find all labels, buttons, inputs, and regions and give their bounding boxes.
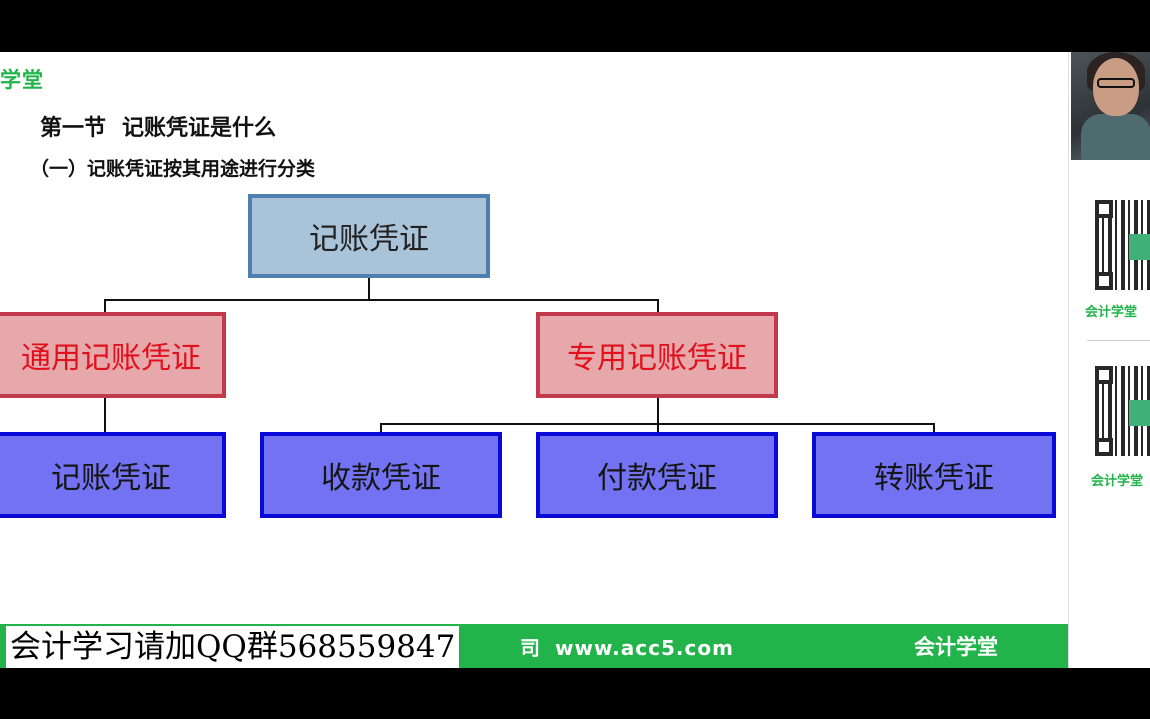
connector-leaf-1 [380, 423, 382, 433]
slide: 学堂 第一节记账凭证是什么 （一）记账凭证按其用途进行分类 记账凭证 通用记账凭… [0, 52, 1068, 668]
section-heading: 第一节记账凭证是什么 [40, 110, 276, 142]
connector-to-left [104, 299, 106, 313]
presenter-webcam [1071, 52, 1150, 160]
node-leaf-payment-label: 付款凭证 [597, 461, 717, 496]
connector-left-down [104, 396, 106, 433]
node-special-voucher: 专用记账凭证 [536, 312, 778, 398]
qr-code-1-logo [1129, 234, 1150, 260]
connector-mid-horizontal [104, 299, 659, 301]
node-leaf-receipt-label: 收款凭证 [321, 461, 441, 496]
qr-code-1[interactable] [1095, 200, 1150, 290]
footer-url: 司 www.acc5.com [520, 632, 734, 661]
node-root-label: 记账凭证 [309, 222, 429, 257]
node-special-voucher-label: 专用记账凭证 [567, 341, 747, 376]
node-general-voucher-label: 通用记账凭证 [21, 341, 201, 376]
connector-leaf-2 [657, 423, 659, 433]
node-leaf-general-label: 记账凭证 [51, 461, 171, 496]
connector-leaf-3 [933, 423, 935, 433]
footer-url-fragment: 司 [520, 636, 541, 660]
footer-brand: 会计学堂 [914, 635, 998, 659]
side-panel: 会计学堂 会计学堂 [1068, 52, 1150, 668]
connector-right-down [657, 396, 659, 424]
letterbox-bottom [0, 668, 1150, 719]
connector-to-right [657, 299, 659, 313]
overlay-caption: 会计学习请加QQ群568559847 [6, 626, 460, 668]
qr-code-2-label: 会计学堂 [1091, 474, 1144, 489]
section-number: 第一节 [40, 116, 107, 141]
section-title: 记账凭证是什么 [122, 116, 277, 141]
node-leaf-transfer: 转账凭证 [812, 432, 1056, 518]
qr-code-2-logo [1129, 400, 1150, 426]
qr-code-2[interactable] [1095, 366, 1150, 456]
node-leaf-receipt: 收款凭证 [260, 432, 502, 518]
node-root: 记账凭证 [248, 194, 490, 278]
connector-root-down [368, 276, 370, 300]
node-leaf-general: 记账凭证 [0, 432, 226, 518]
footer-url-text: www.acc5.com [555, 636, 734, 660]
presenter-body [1081, 114, 1150, 160]
brand-logo: 学堂 [0, 68, 44, 92]
qr-code-1-label: 会计学堂 [1085, 305, 1138, 320]
letterbox-top [0, 0, 1150, 52]
presenter-glasses [1097, 78, 1135, 88]
node-general-voucher: 通用记账凭证 [0, 312, 226, 398]
subtitle: （一）记账凭证按其用途进行分类 [30, 158, 316, 180]
side-divider [1087, 340, 1150, 341]
node-leaf-transfer-label: 转账凭证 [874, 461, 994, 496]
node-leaf-payment: 付款凭证 [536, 432, 778, 518]
